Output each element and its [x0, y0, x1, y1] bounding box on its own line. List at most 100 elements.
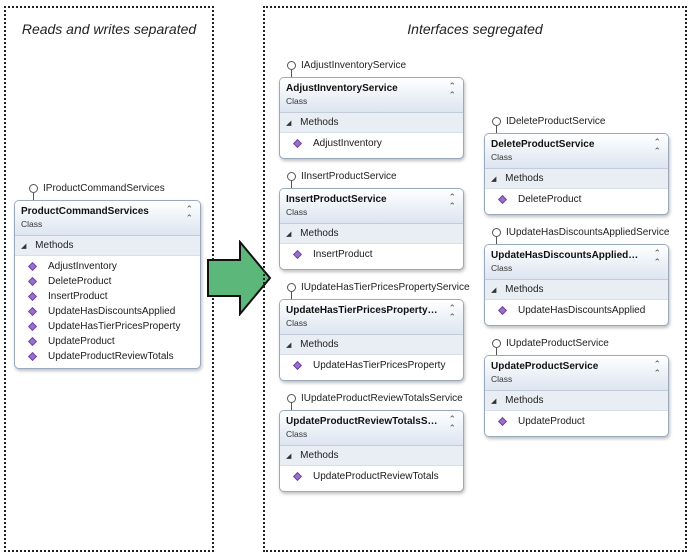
method-cube-icon: [28, 352, 37, 361]
double-chevron-up-icon[interactable]: ⌃⌃: [448, 303, 456, 322]
interface-label: IUpdateProductReviewTotalsService: [287, 393, 463, 410]
method-list: DeleteProduct: [485, 189, 668, 213]
triangle-expanded-icon: ◢: [286, 453, 292, 460]
method-item[interactable]: UpdateHasTierPricesProperty: [280, 358, 463, 373]
methods-section-header[interactable]: ◢ Methods: [15, 236, 200, 256]
method-cube-icon: [28, 307, 37, 316]
double-chevron-up-icon[interactable]: ⌃⌃: [448, 81, 456, 100]
method-cube-icon: [293, 472, 302, 481]
method-cube-icon: [293, 361, 302, 370]
class-stereotype: Class: [491, 263, 513, 273]
method-cube-icon: [28, 337, 37, 346]
interface-label: IUpdateHasTierPricesPropertyService: [287, 282, 470, 299]
class-box-header: UpdateHasTierPricesPropertySer... Class …: [280, 300, 463, 335]
class-box-header: AdjustInventoryService Class ⌃⌃: [280, 78, 463, 113]
method-item[interactable]: DeleteProduct: [15, 274, 200, 289]
double-chevron-up-icon[interactable]: ⌃⌃: [448, 414, 456, 433]
method-item[interactable]: DeleteProduct: [485, 192, 668, 207]
triangle-expanded-icon: ◢: [286, 231, 292, 238]
method-list: AdjustInventory DeleteProduct InsertProd…: [15, 256, 200, 368]
method-item[interactable]: InsertProduct: [280, 247, 463, 262]
class-name: UpdateHasTierPricesPropertySer...: [286, 305, 452, 316]
class-name: DeleteProductService: [491, 139, 595, 150]
lollipop-interface-icon: [287, 283, 296, 299]
class-box-header: ProductCommandServices Class ⌃⌃: [15, 201, 200, 236]
method-list: UpdateHasTierPricesProperty: [280, 355, 463, 379]
class-box-adjustinventoryservice[interactable]: AdjustInventoryService Class ⌃⌃ ◢ Method…: [279, 77, 464, 159]
method-cube-icon: [293, 250, 302, 259]
double-chevron-up-icon[interactable]: ⌃⌃: [653, 137, 661, 156]
method-cube-icon: [28, 322, 37, 331]
class-name: ProductCommandServices: [21, 206, 149, 217]
method-cube-icon: [293, 139, 302, 148]
class-box-header: UpdateProductReviewTotalsServ... Class ⌃…: [280, 411, 463, 446]
class-box-header: UpdateHasDiscountsAppliedSer... Class ⌃⌃: [485, 245, 668, 280]
class-box-updatehasdiscountsappliedservice[interactable]: UpdateHasDiscountsAppliedSer... Class ⌃⌃…: [484, 244, 669, 326]
method-item[interactable]: UpdateHasTierPricesProperty: [15, 319, 200, 334]
methods-section-header[interactable]: ◢ Methods: [280, 113, 463, 133]
method-item[interactable]: UpdateHasDiscountsApplied: [485, 303, 668, 318]
class-stereotype: Class: [286, 429, 308, 439]
methods-section-header[interactable]: ◢ Methods: [485, 280, 668, 300]
class-box-insertproductservice[interactable]: InsertProductService Class ⌃⌃ ◢ Methods …: [279, 188, 464, 270]
class-stereotype: Class: [286, 96, 308, 106]
methods-section-header[interactable]: ◢ Methods: [280, 446, 463, 466]
double-chevron-up-icon[interactable]: ⌃⌃: [185, 204, 193, 223]
class-box-header: UpdateProductService Class ⌃⌃: [485, 356, 668, 391]
class-stereotype: Class: [286, 207, 308, 217]
methods-section-header[interactable]: ◢ Methods: [280, 224, 463, 244]
right-panel: Interfaces segregated: [263, 6, 687, 552]
triangle-expanded-icon: ◢: [286, 342, 292, 349]
class-name: UpdateProductReviewTotalsServ...: [286, 416, 451, 427]
double-chevron-up-icon[interactable]: ⌃⌃: [448, 192, 456, 211]
triangle-expanded-icon: ◢: [286, 120, 292, 127]
methods-section-header[interactable]: ◢ Methods: [280, 335, 463, 355]
class-box-productcommandservices[interactable]: ProductCommandServices Class ⌃⌃ ◢ Method…: [14, 200, 201, 369]
lollipop-interface-icon: [287, 61, 296, 77]
class-box-updateproductservice[interactable]: UpdateProductService Class ⌃⌃ ◢ Methods …: [484, 355, 669, 437]
method-item[interactable]: UpdateProduct: [15, 334, 200, 349]
method-cube-icon: [28, 277, 37, 286]
method-list: UpdateProduct: [485, 411, 668, 435]
lollipop-interface-icon: [492, 339, 501, 355]
interface-label: IUpdateProductService: [492, 338, 609, 355]
method-item[interactable]: UpdateProductReviewTotals: [280, 469, 463, 484]
class-box-updateproductreviewtotalsservice[interactable]: UpdateProductReviewTotalsServ... Class ⌃…: [279, 410, 464, 492]
method-list: AdjustInventory: [280, 133, 463, 157]
lollipop-interface-icon: [287, 172, 296, 188]
method-item[interactable]: AdjustInventory: [15, 259, 200, 274]
class-box-deleteproductservice[interactable]: DeleteProductService Class ⌃⌃ ◢ Methods …: [484, 133, 669, 215]
double-chevron-up-icon[interactable]: ⌃⌃: [653, 359, 661, 378]
class-stereotype: Class: [21, 219, 43, 229]
triangle-expanded-icon: ◢: [491, 398, 497, 405]
left-panel-title: Reads and writes separated: [21, 21, 197, 37]
methods-section-header[interactable]: ◢ Methods: [485, 391, 668, 411]
triangle-expanded-icon: ◢: [491, 176, 497, 183]
method-cube-icon: [498, 195, 507, 204]
lollipop-interface-icon: [29, 184, 38, 200]
method-item[interactable]: AdjustInventory: [280, 136, 463, 151]
method-item[interactable]: UpdateProductReviewTotals: [15, 349, 200, 364]
class-stereotype: Class: [286, 318, 308, 328]
lollipop-interface-icon: [492, 117, 501, 133]
method-cube-icon: [498, 417, 507, 426]
method-item[interactable]: InsertProduct: [15, 289, 200, 304]
interface-label: IProductCommandServices: [29, 183, 165, 200]
method-list: UpdateProductReviewTotals: [280, 466, 463, 490]
method-item[interactable]: UpdateHasDiscountsApplied: [15, 304, 200, 319]
class-box-updatehastierpricespropertyservice[interactable]: UpdateHasTierPricesPropertySer... Class …: [279, 299, 464, 381]
class-stereotype: Class: [491, 374, 513, 384]
method-cube-icon: [498, 306, 507, 315]
method-cube-icon: [28, 262, 37, 271]
method-list: UpdateHasDiscountsApplied: [485, 300, 668, 324]
double-chevron-up-icon[interactable]: ⌃⌃: [653, 248, 661, 267]
class-name: AdjustInventoryService: [286, 83, 398, 94]
right-arrow-icon: [207, 240, 272, 316]
right-panel-title: Interfaces segregated: [407, 21, 543, 37]
methods-section-header[interactable]: ◢ Methods: [485, 169, 668, 189]
class-stereotype: Class: [491, 152, 513, 162]
method-item[interactable]: UpdateProduct: [485, 414, 668, 429]
interface-label: IAdjustInventoryService: [287, 60, 406, 77]
class-name: UpdateHasDiscountsAppliedSer...: [491, 250, 653, 261]
triangle-expanded-icon: ◢: [21, 243, 27, 250]
